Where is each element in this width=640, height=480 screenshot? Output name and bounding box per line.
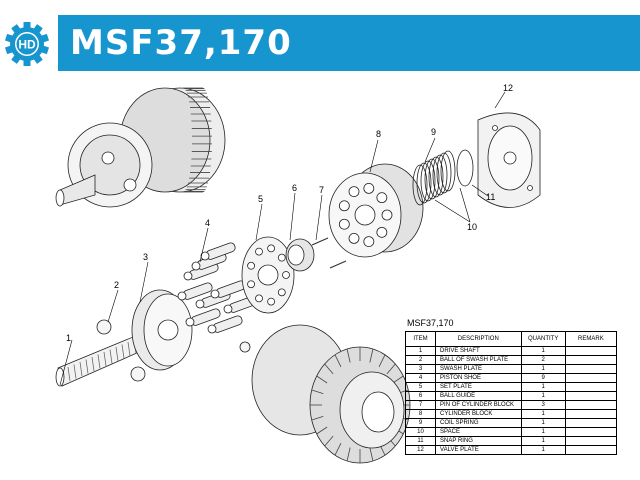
cell-quantity: 1 [520,436,566,446]
assembled-motor-bottom [239,324,411,464]
callout-10: 10 [467,222,477,232]
cell-quantity: 1 [520,364,566,374]
callout-11: 11 [486,192,495,202]
cell-description: VALVE PLATE [435,445,522,455]
cell-remark [564,391,618,401]
callout-6: 6 [292,183,297,193]
parts-table-panel: MSF37,170 ITEM DESCRIPTION QUANTITY REMA… [404,318,618,455]
cell-remark [564,373,618,383]
cell-quantity: 1 [520,391,566,401]
cell-quantity: 1 [520,418,566,428]
table-header-row: ITEM DESCRIPTION QUANTITY REMARK [404,331,618,347]
assembled-motor-top [55,87,226,208]
callout-12: 12 [503,83,513,93]
cell-quantity: 3 [520,400,566,410]
cell-item: 4 [404,373,437,383]
cell-quantity: 1 [520,427,566,437]
ball-of-swash-plate-2 [130,366,146,382]
valve-plate [477,112,541,208]
table-title: MSF37,170 [407,318,454,328]
cell-remark [564,346,618,356]
cell-remark [564,364,618,374]
cell-quantity: 2 [520,355,566,365]
cell-remark [564,409,618,419]
callout-4: 4 [205,218,210,228]
callout-8: 8 [376,129,381,139]
set-plate [241,236,295,314]
cell-description: DRIVE SHAFT [435,346,522,356]
cell-remark [564,355,618,365]
logo-text: HD [18,38,36,52]
title-bar [58,15,640,71]
cell-item: 2 [404,355,437,365]
callout-5: 5 [258,194,263,204]
callout-3: 3 [143,252,148,262]
cell-remark [564,418,618,428]
cylinder-block [328,163,424,258]
cell-quantity: 9 [520,373,566,383]
cell-item: 6 [404,391,437,401]
cell-description: BALL OF SWASH PLATE [435,355,522,365]
cell-description: SNAP RING [435,436,522,446]
callout-1: 1 [66,333,71,343]
cell-item: 11 [404,436,437,446]
exploded-parts-diagram: 1 2 3 4 5 6 7 8 9 10 11 12 [55,83,541,464]
cell-item: 12 [404,445,437,455]
cell-item: 10 [404,427,437,437]
cell-item: 7 [404,400,437,410]
cell-description: COIL SPRING [435,418,522,428]
page-title: MSF37,170 [70,23,292,63]
header-banner: HD MSF37,170 [0,15,640,71]
cell-remark [564,436,618,446]
swash-plate [131,289,193,371]
col-header-item: ITEM [404,331,437,347]
cell-quantity: 1 [520,445,566,455]
cell-remark [564,445,618,455]
cell-item: 8 [404,409,437,419]
ball-of-swash-plate [96,319,112,335]
col-header-description: DESCRIPTION [435,331,522,347]
hd-gear-logo: HD [4,22,50,66]
cell-quantity: 1 [520,382,566,392]
cell-item: 1 [404,346,437,356]
col-header-quantity: QUANTITY [520,331,566,347]
cell-quantity: 1 [520,409,566,419]
cell-remark [564,382,618,392]
coil-spring [412,150,456,206]
cell-description: CYLINDER BLOCK [435,409,522,419]
ball-guide [285,238,315,272]
cell-description: PIN OF CYLINDER BLOCK [435,400,522,410]
cell-remark [564,400,618,410]
cell-item: 5 [404,382,437,392]
cell-description: SWASH PLATE [435,364,522,374]
snap-ring [456,149,474,187]
callout-7: 7 [319,185,324,195]
cell-item: 9 [404,418,437,428]
cell-quantity: 1 [520,346,566,356]
cell-description: BALL GUIDE [435,391,522,401]
cell-remark [564,427,618,437]
cell-description: SET PLATE [435,382,522,392]
callout-2: 2 [114,280,119,290]
cell-description: SPACE [435,427,522,437]
cell-item: 3 [404,364,437,374]
callout-9: 9 [431,127,436,137]
cell-description: PISTON SHOE [435,373,522,383]
col-header-remark: REMARK [564,331,618,347]
